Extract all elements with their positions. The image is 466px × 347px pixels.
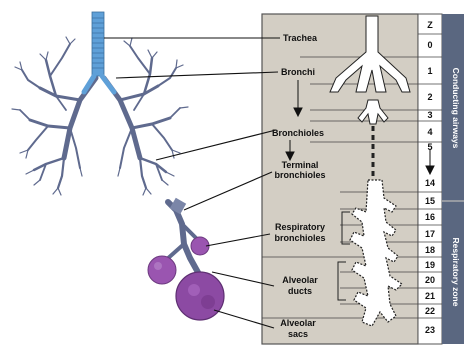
trachea-illustration xyxy=(84,12,114,92)
generation-number: 23 xyxy=(425,325,435,335)
generation-number: 14 xyxy=(425,178,435,188)
label-terminal-bronchioles-line2: bronchioles xyxy=(274,170,325,180)
label-terminal-bronchioles-line1: Terminal xyxy=(282,160,319,170)
generation-header: Z xyxy=(427,20,433,30)
generation-number: 19 xyxy=(425,260,435,270)
generation-number: 16 xyxy=(425,212,435,222)
label-alveolar-ducts-line1: Alveolar xyxy=(282,275,318,285)
generation-number: 5 xyxy=(427,142,432,152)
generation-number: 1 xyxy=(427,66,432,76)
generation-number: 3 xyxy=(427,110,432,120)
generation-number: 4 xyxy=(427,127,432,137)
generation-number: 0 xyxy=(427,40,432,50)
generation-number: 17 xyxy=(425,229,435,239)
label-bronchi: Bronchi xyxy=(281,67,315,77)
label-respiratory-bronchioles-line2: bronchioles xyxy=(274,233,325,243)
conducting-zone-label: Conducting airways xyxy=(451,68,461,149)
label-alveolar-sacs-line2: sacs xyxy=(288,329,308,339)
generation-number: 2 xyxy=(427,92,432,102)
label-alveolar-ducts-line2: ducts xyxy=(288,286,312,296)
label-bronchioles: Bronchioles xyxy=(272,128,324,138)
generation-number: 20 xyxy=(425,275,435,285)
respiratory-zone-label: Respiratory zone xyxy=(451,238,461,307)
generation-number: 21 xyxy=(425,291,435,301)
alveoli-illustration xyxy=(148,198,224,320)
label-trachea: Trachea xyxy=(283,33,318,43)
label-respiratory-bronchioles-line1: Respiratory xyxy=(275,222,325,232)
generation-number: 18 xyxy=(425,245,435,255)
label-alveolar-sacs-line1: Alveolar xyxy=(280,318,316,328)
generation-number: 22 xyxy=(425,306,435,316)
generation-number: 15 xyxy=(425,196,435,206)
